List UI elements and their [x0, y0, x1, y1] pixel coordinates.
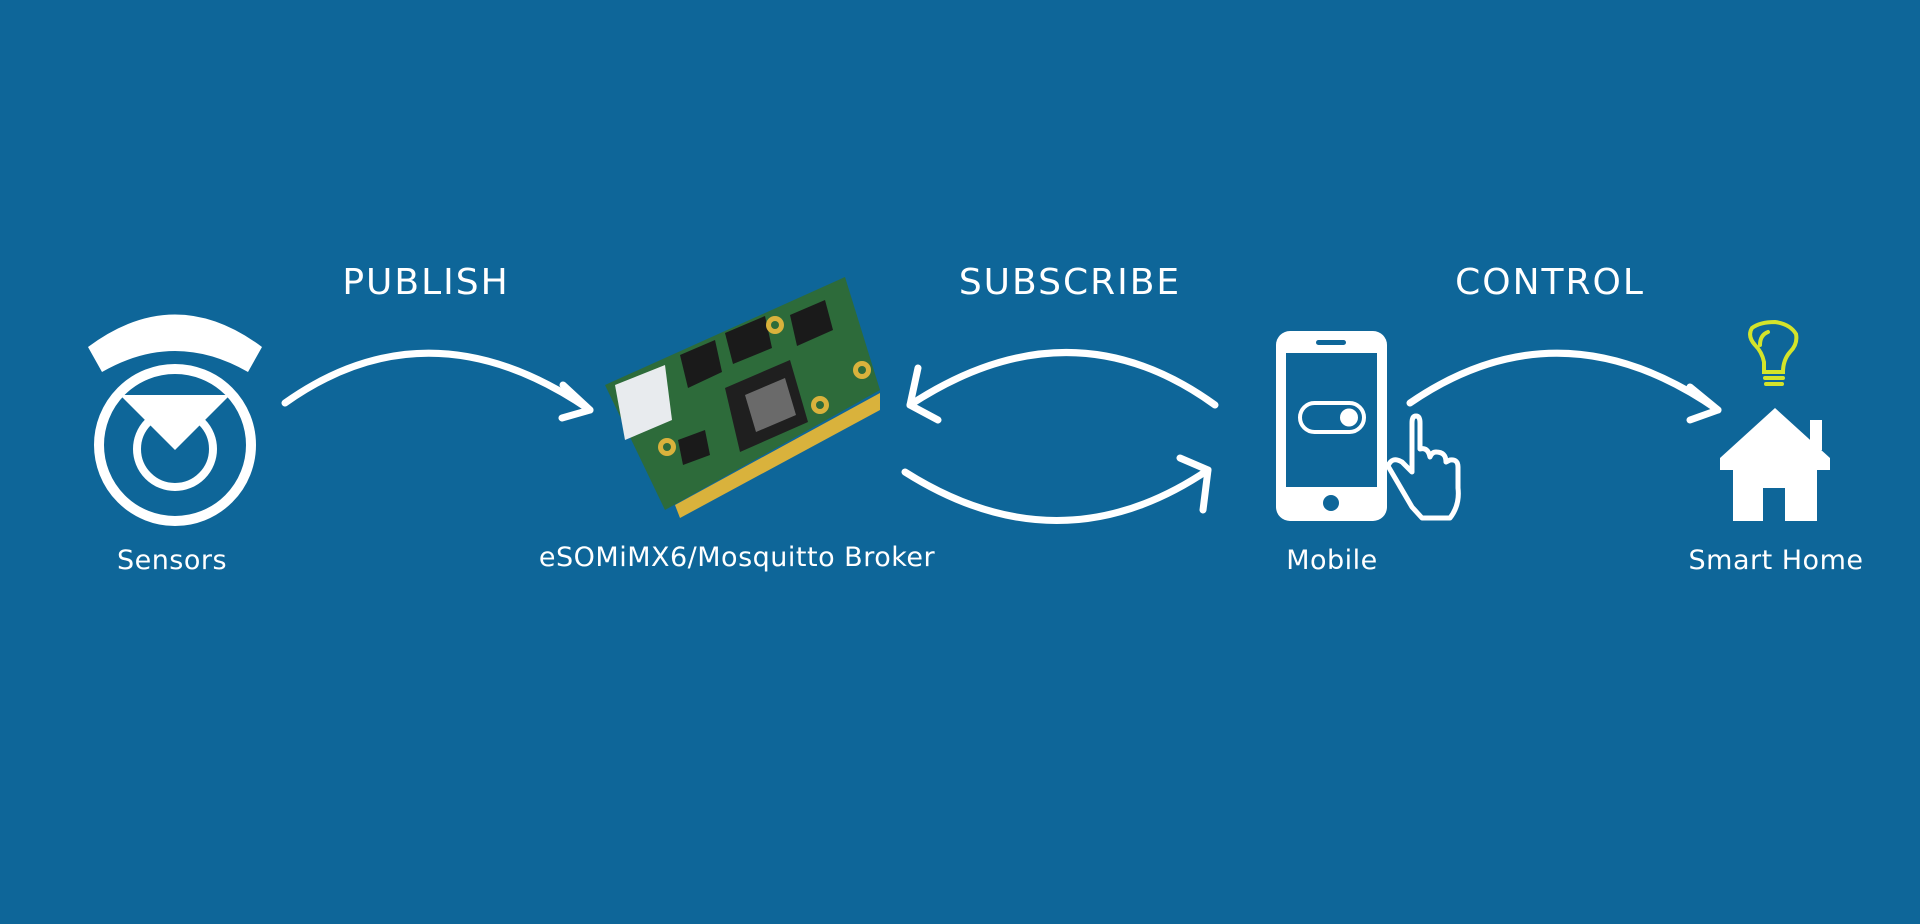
light-bulb-icon [1748, 319, 1799, 386]
subscribe-label: SUBSCRIBE [958, 262, 1182, 303]
sensor-icon [88, 314, 262, 526]
mobile-label: Mobile [1286, 545, 1378, 576]
sensors-label: Sensors [116, 545, 228, 576]
hand-pointer-icon [1385, 413, 1461, 521]
publish-arrow [281, 349, 594, 422]
subscribe-arrow-left [906, 349, 1219, 424]
smart-home-label: Smart Home [1688, 545, 1864, 576]
subscribe-arrow-right [901, 454, 1212, 524]
mobile-phone-icon [1276, 331, 1387, 521]
house-icon [1720, 408, 1830, 521]
broker-label: eSOMiMX6/Mosquitto Broker [538, 542, 936, 573]
circuit-board-image [605, 277, 880, 518]
control-arrow [1406, 349, 1722, 424]
control-label: CONTROL [1455, 262, 1645, 303]
publish-label: PUBLISH [342, 262, 510, 303]
